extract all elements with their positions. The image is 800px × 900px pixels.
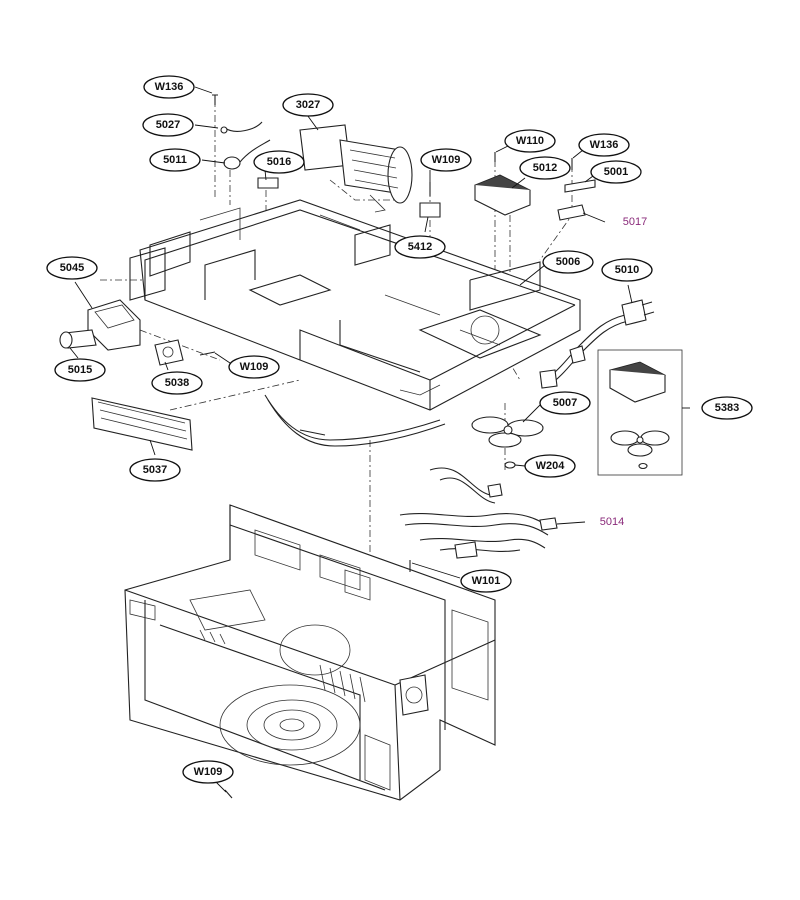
callout-oval (420, 148, 472, 172)
callout-label: 5010 (615, 264, 639, 276)
callout-label: 5383 (715, 402, 739, 414)
callout-5383: 5383 (701, 396, 753, 420)
callout-w101: W101 (460, 569, 512, 593)
callout-label: W136 (155, 81, 184, 93)
callout-w109-b: W109 (228, 355, 280, 379)
callout-w204: W204 (524, 454, 576, 478)
callout-oval (253, 150, 305, 174)
callout-label: 5027 (156, 119, 180, 131)
callout-5027: 5027 (142, 113, 194, 137)
callout-label: 5017 (623, 216, 647, 228)
chassis-tray (129, 199, 581, 411)
callout-label: W101 (472, 575, 501, 587)
wire-harness (264, 394, 558, 559)
callout-oval (701, 396, 753, 420)
callout-label: 5011 (163, 154, 187, 166)
callout-oval (282, 93, 334, 117)
callout-5015: 5015 (54, 358, 106, 382)
callout-label: 5038 (165, 377, 189, 389)
callout-oval (151, 371, 203, 395)
callout-oval (542, 250, 594, 274)
callout-label: 5412 (408, 241, 432, 253)
callout-5014: 5014 (600, 516, 624, 528)
callout-oval (524, 454, 576, 478)
callout-oval (149, 148, 201, 172)
callout-oval (539, 391, 591, 415)
callout-oval (590, 160, 642, 184)
callout-3027: 3027 (282, 93, 334, 117)
callout-label: 5001 (604, 166, 628, 178)
leader-lines (69, 86, 690, 793)
callout-label: W109 (194, 766, 223, 778)
callout-5010: 5010 (601, 258, 653, 282)
callout-5037: 5037 (129, 458, 181, 482)
callout-label: 5045 (60, 262, 84, 274)
left-parts (59, 299, 216, 451)
callout-oval (143, 75, 195, 99)
callout-label: 5006 (556, 256, 580, 268)
callout-5011: 5011 (149, 148, 201, 172)
callout-oval (182, 760, 234, 784)
callout-oval (519, 156, 571, 180)
fan-blade (471, 416, 544, 469)
callout-label: 5012 (533, 162, 557, 174)
callout-label: 5015 (68, 364, 92, 376)
callout-5006: 5006 (542, 250, 594, 274)
callout-5007: 5007 (539, 391, 591, 415)
callout-oval (228, 355, 280, 379)
callout-oval (142, 113, 194, 137)
callout-w136-a: W136 (143, 75, 195, 99)
callout-5016: 5016 (253, 150, 305, 174)
callout-label: 5016 (267, 156, 291, 168)
callout-label: W110 (516, 135, 544, 147)
callout-5045: 5045 (46, 256, 98, 280)
callout-label: W109 (240, 361, 269, 373)
callout-oval (46, 256, 98, 280)
callout-oval (54, 358, 106, 382)
callout-label: 5037 (143, 464, 167, 476)
callout-oval (460, 569, 512, 593)
callout-5412: 5412 (394, 235, 446, 259)
callout-label: W109 (432, 154, 461, 166)
callout-w109-a: W109 (420, 148, 472, 172)
callout-oval (601, 258, 653, 282)
power-cord (539, 299, 655, 389)
callout-w110: W110 (504, 129, 556, 153)
blower-motor (299, 124, 413, 213)
callout-5017: 5017 (623, 216, 647, 228)
fan-motor-kit-box (597, 349, 683, 476)
callout-w136-b: W136 (578, 133, 630, 157)
microwave-body (124, 504, 496, 801)
callout-oval (394, 235, 446, 259)
callout-label: W136 (590, 139, 619, 151)
callout-5001: 5001 (590, 160, 642, 184)
callout-oval (129, 458, 181, 482)
callout-oval (504, 129, 556, 153)
callout-5038: 5038 (151, 371, 203, 395)
callout-oval (578, 133, 630, 157)
callout-label: 5007 (553, 397, 577, 409)
callout-w109-c: W109 (182, 760, 234, 784)
callout-label: 3027 (296, 99, 320, 111)
callout-label: 5014 (600, 516, 624, 528)
callout-5012: 5012 (519, 156, 571, 180)
callout-label: W204 (536, 460, 566, 472)
